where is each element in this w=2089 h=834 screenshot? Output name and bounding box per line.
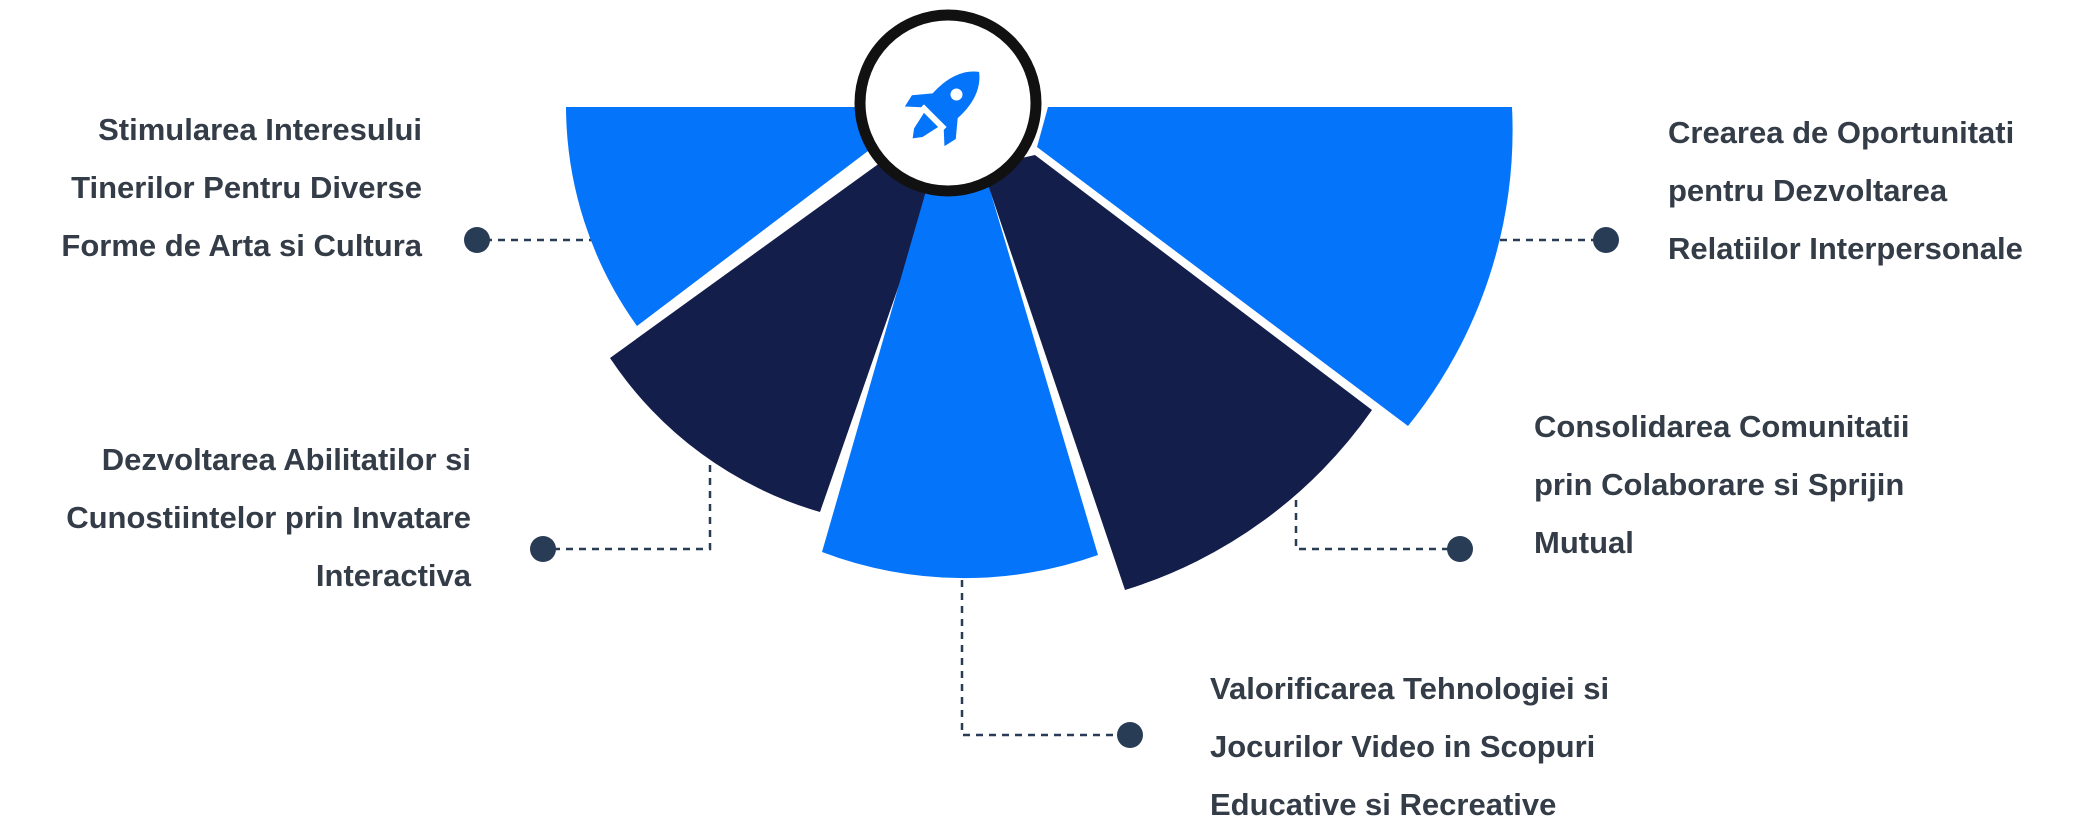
label-line: Cunostiintelor prin Invatare	[66, 500, 471, 535]
label-line: Interactiva	[315, 558, 471, 593]
label-line: Tinerilor Pentru Diverse	[71, 170, 422, 205]
label-line: Educative si Recreative	[1210, 787, 1557, 822]
segment-1	[566, 107, 868, 326]
diagram-canvas: Stimularea Interesului Tinerilor Pentru …	[61, 9, 2023, 822]
connector-dots	[464, 227, 1619, 748]
label-line: Forme de Arta si Cultura	[61, 228, 422, 263]
center-badge	[854, 9, 1042, 197]
dot-middle-right	[1447, 536, 1473, 562]
label-line: Dezvoltarea Abilitatilor si	[101, 442, 471, 477]
label-middle-right: Consolidarea Comunitatii prin Colaborare…	[1534, 398, 1909, 572]
rocket-body	[923, 71, 980, 128]
label-bottom: Valorificarea Tehnologiei si Jocurilor V…	[1210, 660, 1609, 834]
connector-middle-left	[543, 465, 712, 551]
rocket-flame	[912, 112, 939, 139]
label-line: Stimularea Interesului	[98, 112, 422, 147]
label-line: Consolidarea Comunitatii	[1534, 409, 1910, 444]
segment-2	[610, 152, 937, 512]
label-line: Jocurilor Video in Scopuri	[1210, 729, 1596, 764]
connector-bottom	[960, 580, 1130, 737]
dot-top-right	[1593, 227, 1619, 253]
label-line: Relatiilor Interpersonale	[1668, 231, 2023, 266]
label-line: Valorificarea Tehnologiei si	[1210, 671, 1610, 706]
label-line: prin Colaborare si Sprijin	[1534, 467, 1905, 502]
label-line: Crearea de Oportunitati	[1668, 115, 2015, 150]
segment-3	[822, 170, 1098, 579]
label-top-right: Crearea de Oportunitati pentru Dezvoltar…	[1668, 104, 2023, 278]
connector-middle-right	[1294, 500, 1460, 551]
dot-bottom	[1117, 722, 1143, 748]
label-middle-left: Dezvoltarea Abilitatilor si Cunostiintel…	[66, 431, 471, 605]
rocket-fin-left	[904, 93, 936, 108]
segment-5	[1037, 107, 1513, 426]
label-top-left: Stimularea Interesului Tinerilor Pentru …	[61, 101, 422, 275]
rocket-window	[950, 88, 963, 101]
connectors	[477, 238, 1606, 737]
fan-diagram	[464, 9, 1619, 748]
label-line: Mutual	[1534, 525, 1634, 560]
segment-4	[982, 155, 1372, 590]
rocket-icon	[904, 71, 980, 147]
label-line: pentru Dezvoltarea	[1668, 173, 1948, 208]
dot-middle-left	[530, 536, 556, 562]
rocket-fin-right	[943, 115, 958, 147]
segments	[566, 107, 1513, 590]
dot-top-left	[464, 227, 490, 253]
